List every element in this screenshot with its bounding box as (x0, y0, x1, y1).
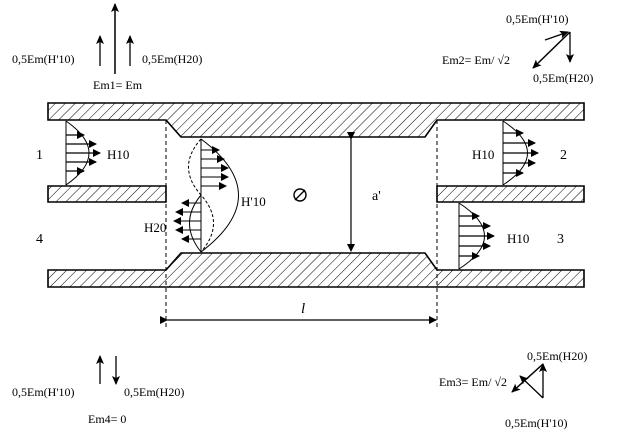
length-label: l (301, 301, 305, 317)
left-septum (47, 185, 167, 203)
port2-field-profile (502, 120, 539, 186)
port-4-label: 4 (36, 232, 43, 247)
junction-h20-label: H20 (144, 220, 166, 235)
port4-amp-right: 0,5Em(H20) (124, 385, 184, 399)
port4-vector-diagram (96, 355, 120, 385)
port3-amp-bottom: 0,5Em(H'10) (505, 416, 567, 430)
port2-amp-bottom: 0,5Em(H20) (533, 71, 593, 85)
port3-amp-formula: Em3= Em/ √2 (439, 375, 507, 389)
port3-vector-diagram (511, 363, 547, 399)
port3-field-profile (458, 202, 495, 270)
port2-amp-formula: Em2= Em/ √2 (442, 53, 510, 67)
junction-h10-profile (200, 138, 239, 253)
port-2-label: 2 (560, 148, 567, 163)
junction-h20-profile (173, 138, 214, 253)
port1-amp-left: 0,5Em(H'10) (12, 52, 74, 66)
port1-amp-sum: Em1= Em (93, 78, 143, 92)
port4-amp-left: 0,5Em(H'10) (12, 385, 74, 399)
port2-vector-diagram (532, 30, 574, 69)
width-label: a' (372, 189, 381, 204)
port-3-label: 3 (557, 232, 564, 247)
port2-mode-label: H10 (472, 147, 494, 162)
port3-mode-label: H10 (507, 231, 529, 246)
port-1-label: 1 (36, 148, 43, 163)
top-wall (47, 102, 585, 138)
probe-slash (294, 189, 306, 201)
port1-mode-label: H10 (107, 147, 129, 162)
port3-amp-top: 0,5Em(H20) (527, 349, 587, 363)
right-septum (436, 185, 585, 203)
bottom-wall (47, 252, 585, 288)
junction-h-prime-label: H'10 (241, 194, 266, 209)
port1-amp-right: 0,5Em(H20) (142, 52, 202, 66)
port1-field-profile (65, 120, 101, 186)
port4-amp-sum: Em4= 0 (88, 412, 126, 426)
port1-vector-diagram (96, 3, 134, 74)
port2-amp-top: 0,5Em(H'10) (506, 12, 568, 26)
